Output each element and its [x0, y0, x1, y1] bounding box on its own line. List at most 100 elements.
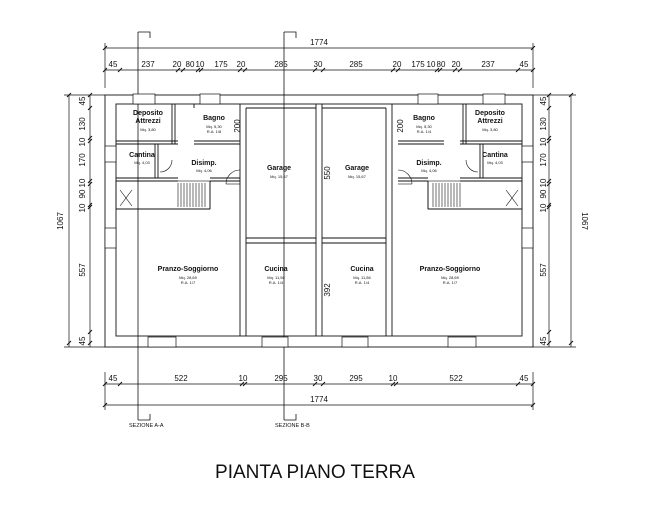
dim-bottom-6: 10 — [389, 374, 398, 383]
room-name-disimp-left: Disimp. — [191, 160, 216, 167]
dim-bottom-2: 10 — [239, 374, 248, 383]
room-name2-deposito-left: Attrezzi — [135, 118, 160, 125]
dim-left-1: 130 — [78, 117, 87, 131]
room-name-cucina-right: Cucina — [350, 266, 373, 273]
dim-col-right: 45 130 10 170 10 90 10 557 45 — [539, 96, 548, 345]
drawing-title: PIANTA PIANO TERRA — [215, 462, 415, 483]
room-name-pranzo-right: Pranzo-Soggiorno — [420, 266, 481, 273]
room-area-cucina-right: Mq. 11,56 — [353, 275, 371, 280]
dim-right-1: 130 — [539, 117, 548, 131]
dim-top-14: 20 — [452, 60, 461, 69]
dim-top-16: 45 — [520, 60, 529, 69]
room-extra-cucina-left: R.A. 1/4 — [269, 280, 284, 285]
room-name-garage-left: Garage — [267, 165, 291, 172]
room-area-garage-left: Mq. 15,67 — [270, 174, 289, 179]
dim-bottom-3: 295 — [274, 374, 288, 383]
room-area-bagno-right: Mq. 5,30 — [416, 124, 432, 129]
dim-left-0: 45 — [78, 96, 87, 105]
dim-top-3: 80 — [186, 60, 195, 69]
room-extra-cucina-right: R.A. 1/4 — [355, 280, 370, 285]
dim-top-4: 10 — [196, 60, 205, 69]
room-labels: Deposito Attrezzi Mq. 3,80 Bagno Mq. 5,3… — [129, 110, 508, 285]
room-area-cantina-right: Mq. 4,03 — [487, 160, 503, 165]
room-area-pranzo-left: Mq. 28,69 — [179, 275, 198, 280]
dim-total-bottom: 1774 — [310, 395, 328, 404]
section-label-b: SEZIONE B-B — [275, 423, 310, 429]
dim-right-5: 90 — [539, 189, 548, 198]
dim-top-12: 10 — [427, 60, 436, 69]
room-area-bagno-left: Mq. 5,30 — [206, 124, 222, 129]
dim-bottom-8: 45 — [520, 374, 529, 383]
dimension-lines — [64, 43, 576, 410]
dim-left-6: 10 — [78, 203, 87, 212]
dim-bottom-1: 522 — [174, 374, 188, 383]
building-walls — [104, 94, 534, 348]
room-name-pranzo-left: Pranzo-Soggiorno — [158, 266, 219, 273]
dimension-ticks — [66, 45, 574, 408]
room-extra-bagno-right: R.A. 1/4 — [417, 129, 432, 134]
dim-right-0: 45 — [539, 96, 548, 105]
room-name-cantina-left: Cantina — [129, 152, 155, 159]
dim-right-6: 10 — [539, 203, 548, 212]
room-area-deposito-right: Mq. 3,80 — [482, 127, 498, 132]
dim-right-3: 170 — [539, 153, 548, 167]
dim-row-bottom: 45 522 10 295 30 295 10 522 45 — [109, 374, 529, 383]
dim-right-2: 10 — [539, 137, 548, 146]
room-extra-pranzo-left: R.A. 1/7 — [181, 280, 196, 285]
room-name-bagno-right: Bagno — [413, 115, 435, 122]
dim-total-left: 1067 — [56, 212, 65, 230]
dim-top-1: 237 — [141, 60, 155, 69]
dim-left-8: 45 — [78, 336, 87, 345]
room-extra-bagno-left: R.A. 1/8 — [207, 129, 222, 134]
room-area-pranzo-right: Mq. 28,69 — [441, 275, 460, 280]
dim-bottom-7: 522 — [449, 374, 463, 383]
dim-top-6: 20 — [237, 60, 246, 69]
stairs-right — [427, 180, 523, 210]
dim-top-13: 80 — [437, 60, 446, 69]
dim-top-9: 285 — [349, 60, 363, 69]
dim-left-7: 557 — [78, 263, 87, 277]
dim-total-right: 1067 — [580, 212, 589, 230]
room-area-disimp-left: Mq. 4,06 — [196, 168, 212, 173]
room-name-disimp-right: Disimp. — [416, 160, 441, 167]
dim-top-15: 237 — [481, 60, 495, 69]
dim-right-8: 45 — [539, 336, 548, 345]
dim-top-10: 20 — [393, 60, 402, 69]
room-area-disimp-right: Mq. 4,06 — [421, 168, 437, 173]
dim-inner-200-right: 200 — [396, 119, 405, 133]
dim-left-2: 10 — [78, 137, 87, 146]
dim-right-7: 557 — [539, 263, 548, 277]
room-name-deposito-left: Deposito — [133, 110, 163, 117]
section-label-a: SEZIONE A-A — [129, 423, 164, 429]
room-area-garage-right: Mq. 15,67 — [348, 174, 367, 179]
dim-top-11: 175 — [411, 60, 425, 69]
door-swings — [159, 159, 479, 185]
stairs-left — [115, 180, 211, 210]
dim-top-2: 20 — [173, 60, 182, 69]
dim-left-3: 170 — [78, 153, 87, 167]
room-area-cantina-left: Mq. 4,03 — [134, 160, 150, 165]
room-name2-deposito-right: Attrezzi — [477, 118, 502, 125]
dim-left-5: 90 — [78, 189, 87, 198]
room-name-garage-right: Garage — [345, 165, 369, 172]
dim-bottom-0: 45 — [109, 374, 118, 383]
section-lines — [137, 31, 297, 421]
dim-top-8: 30 — [314, 60, 323, 69]
dim-bottom-4: 30 — [314, 374, 323, 383]
room-name-cantina-right: Cantina — [482, 152, 508, 159]
room-name-deposito-right: Deposito — [475, 110, 505, 117]
room-name-bagno-left: Bagno — [203, 115, 225, 122]
dim-inner-550: 550 — [323, 166, 332, 180]
room-area-deposito-left: Mq. 3,80 — [140, 127, 156, 132]
room-name-cucina-left: Cucina — [264, 266, 287, 273]
dim-top-0: 45 — [109, 60, 118, 69]
dim-top-5: 175 — [214, 60, 228, 69]
dim-right-4: 10 — [539, 178, 548, 187]
dim-inner-392: 392 — [323, 283, 332, 297]
room-extra-pranzo-right: R.A. 1/7 — [443, 280, 458, 285]
dim-bottom-5: 295 — [349, 374, 363, 383]
